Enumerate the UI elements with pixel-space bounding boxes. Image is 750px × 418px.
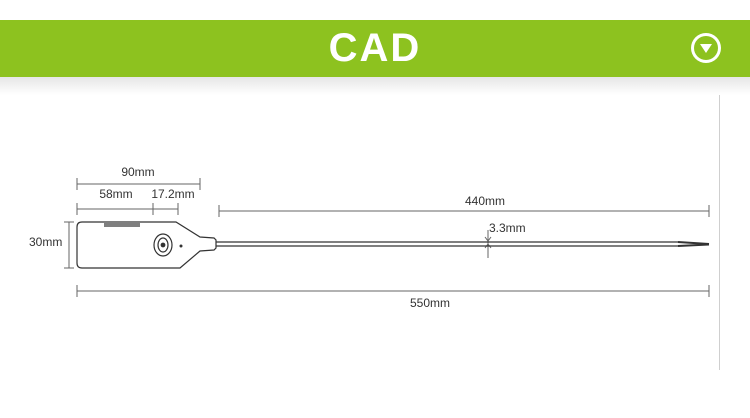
dim-arrow [484, 243, 492, 249]
label-90mm: 90mm [121, 165, 154, 179]
seal-lock-inner [157, 237, 169, 253]
label-17-2mm: 17.2mm [151, 187, 194, 201]
seal-mark [179, 244, 183, 248]
seal-lock [153, 233, 173, 257]
dim-58-17 [76, 203, 179, 215]
seal-body [76, 221, 217, 269]
dim-90mm [76, 178, 201, 190]
header-banner: CAD [0, 20, 750, 77]
page-title: CAD [328, 26, 422, 70]
dim-30mm [64, 221, 74, 269]
top-strip [0, 0, 750, 20]
dim-3-3mm [484, 230, 492, 258]
right-rule [719, 95, 720, 370]
banner-shadow [0, 77, 750, 95]
dim-550mm [76, 285, 710, 297]
dim-440mm [218, 205, 710, 217]
label-3-3mm: 3.3mm [489, 221, 526, 235]
chevron-down-icon[interactable] [691, 33, 721, 63]
label-550mm: 550mm [410, 296, 450, 310]
label-30mm: 30mm [29, 235, 62, 249]
label-58mm: 58mm [99, 187, 132, 201]
chevron-triangle [700, 44, 712, 53]
chevron-button-inner [694, 36, 718, 60]
cable-tip [677, 243, 710, 247]
dim-arrow [484, 236, 492, 242]
label-440mm: 440mm [465, 194, 505, 208]
cable-seal-drawing [76, 221, 710, 269]
cable-tip [677, 241, 710, 245]
seal-lock-dot [160, 242, 166, 248]
